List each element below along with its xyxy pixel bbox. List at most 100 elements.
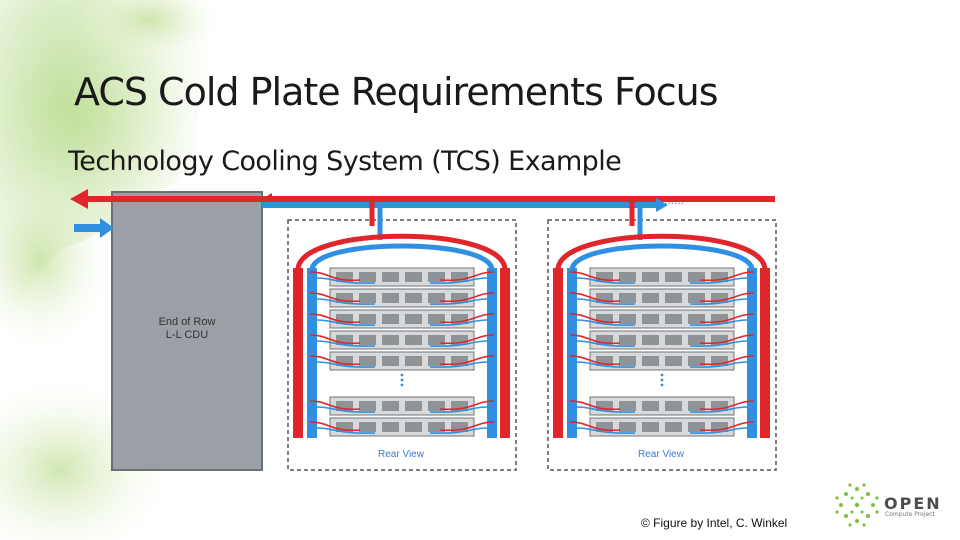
return-hose — [439, 400, 495, 411]
server-port — [711, 314, 728, 324]
rack-2-left-return-pipe — [553, 268, 563, 438]
server-stack — [309, 267, 755, 437]
supply-hose — [689, 340, 748, 347]
return-hose — [569, 421, 621, 432]
supply-hose — [689, 277, 748, 284]
server-port — [359, 356, 376, 366]
return-hose — [569, 334, 621, 345]
server-port — [451, 293, 468, 303]
supply-hose — [316, 427, 376, 434]
return-hose — [439, 271, 495, 282]
server-port — [428, 272, 445, 282]
rack-1-return-loop — [295, 233, 508, 271]
supply-hose — [429, 406, 488, 413]
server-port — [336, 335, 353, 345]
ellipsis-dot — [660, 373, 664, 377]
server-port — [336, 272, 353, 282]
supply-hose — [316, 340, 376, 347]
server-port — [405, 314, 422, 324]
server-port — [382, 335, 399, 345]
rack-1-left-supply-pipe — [307, 268, 317, 438]
server-port — [428, 356, 445, 366]
logo-subtext: Compute Project — [885, 511, 935, 518]
supply-hose — [429, 340, 488, 347]
return-hose — [699, 355, 755, 366]
server-port — [619, 293, 636, 303]
server-port — [642, 422, 659, 432]
server-port — [596, 422, 613, 432]
server-port — [596, 314, 613, 324]
server-port — [711, 401, 728, 411]
server-port — [596, 356, 613, 366]
server-port — [688, 293, 705, 303]
supply-arrow-head-right-icon — [656, 198, 668, 212]
server-port — [711, 422, 728, 432]
supply-hose — [316, 361, 376, 368]
server-port — [428, 314, 445, 324]
server-port — [451, 335, 468, 345]
server-port — [382, 422, 399, 432]
return-hose — [569, 313, 621, 324]
server-port — [451, 401, 468, 411]
supply-hose — [576, 277, 636, 284]
server-port — [619, 314, 636, 324]
supply-hose — [576, 361, 636, 368]
server-port — [711, 272, 728, 282]
cdu-label-line1: End of Row — [158, 316, 216, 328]
ellipsis-dot — [660, 378, 664, 382]
server-port — [405, 293, 422, 303]
server-port — [619, 272, 636, 282]
server-port — [642, 314, 659, 324]
supply-hose — [576, 406, 636, 413]
server-port — [711, 356, 728, 366]
server-port — [382, 293, 399, 303]
supply-hose — [429, 277, 488, 284]
server-port — [359, 335, 376, 345]
supply-hose — [429, 319, 488, 326]
return-hose — [569, 400, 621, 411]
server-port — [428, 422, 445, 432]
server-port — [336, 314, 353, 324]
return-hose — [569, 292, 621, 303]
return-hose — [699, 334, 755, 345]
server-port — [688, 335, 705, 345]
server-port — [336, 422, 353, 432]
figure-credit: © Figure by Intel, C. Winkel — [641, 516, 788, 530]
return-hose — [699, 313, 755, 324]
supply-hose — [689, 298, 748, 305]
ellipsis-dot — [400, 378, 404, 382]
return-hose — [699, 292, 755, 303]
return-hose — [309, 421, 361, 432]
supply-hose — [576, 427, 636, 434]
server-port — [642, 293, 659, 303]
supply-arrow-icon — [100, 218, 114, 238]
return-hose — [699, 271, 755, 282]
server-port — [451, 272, 468, 282]
server-port — [405, 401, 422, 411]
supply-hose — [689, 406, 748, 413]
ellipsis-dot — [400, 373, 404, 377]
server-port — [665, 293, 682, 303]
logo-word: OPEN — [884, 494, 942, 513]
server-port — [665, 401, 682, 411]
server-port — [619, 422, 636, 432]
rack-2 — [547, 199, 777, 471]
server-port — [382, 272, 399, 282]
server-port — [596, 401, 613, 411]
rack-1-label: Rear View — [378, 449, 424, 460]
server-port — [619, 401, 636, 411]
ocp-logo-icon — [835, 483, 879, 527]
supply-hose — [689, 427, 748, 434]
return-arrow-icon — [70, 189, 88, 209]
cdu-label: End of Row L-L CDU — [112, 316, 262, 342]
rack-2-left-supply-pipe — [567, 268, 577, 438]
server-port — [642, 356, 659, 366]
server-port — [596, 335, 613, 345]
server-port — [336, 356, 353, 366]
rack-2-label: Rear View — [638, 449, 684, 460]
return-hose — [309, 313, 361, 324]
server-port — [711, 293, 728, 303]
supply-hose — [576, 298, 636, 305]
rack-2-right-return-pipe — [760, 268, 770, 438]
